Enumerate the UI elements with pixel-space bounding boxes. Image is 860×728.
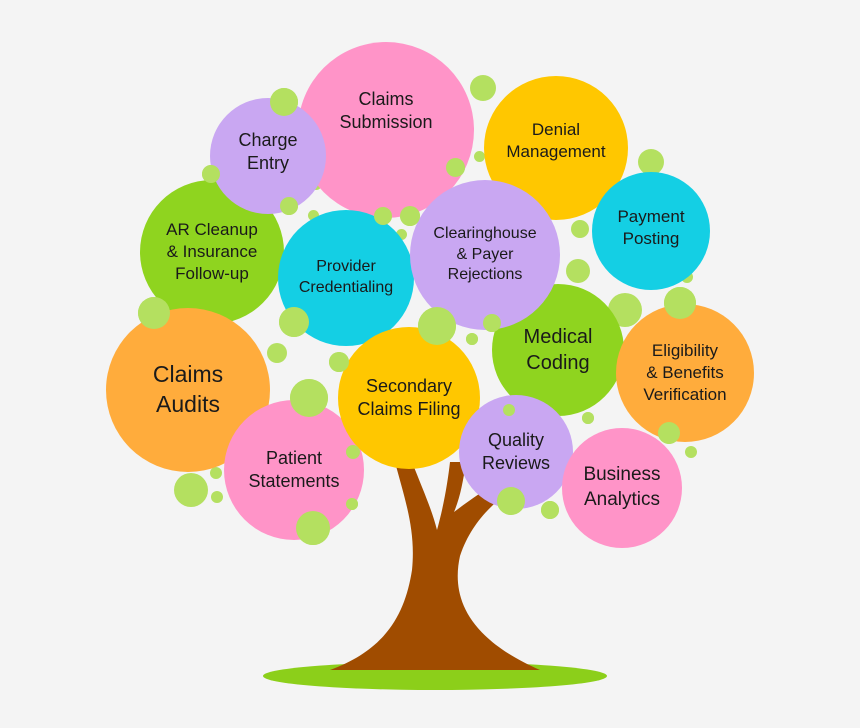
decor-dot xyxy=(400,206,420,226)
bubble-clearinghouse: Clearinghouse & Payer Rejections xyxy=(410,180,560,330)
decor-dot xyxy=(582,412,594,424)
decor-dot xyxy=(211,491,223,503)
decor-dot xyxy=(497,487,525,515)
decor-dot xyxy=(346,498,358,510)
decor-dot xyxy=(566,259,590,283)
decor-dot xyxy=(174,473,208,507)
decor-dot xyxy=(658,422,680,444)
decor-dot xyxy=(138,297,170,329)
bubble-label: Denial Management xyxy=(506,119,606,161)
bubble-secondary-claims: Secondary Claims Filing xyxy=(338,327,480,469)
decor-dot xyxy=(346,445,360,459)
bubble-label: Claims Audits xyxy=(152,361,224,417)
tree-trunk xyxy=(330,462,540,670)
decor-dot xyxy=(638,149,664,175)
decor-dot xyxy=(267,343,287,363)
decor-dot xyxy=(308,210,319,221)
decor-dot xyxy=(210,467,222,479)
decor-dot xyxy=(202,165,220,183)
decor-dot xyxy=(280,197,298,215)
bubble-patient-statements: Patient Statements xyxy=(224,400,364,540)
decor-dot xyxy=(296,511,330,545)
decor-dot xyxy=(503,404,515,416)
bubble-label: Claims Submission xyxy=(339,88,433,132)
bubble-charge-entry: Charge Entry xyxy=(210,98,326,214)
bubble-label: Medical Coding xyxy=(523,326,593,374)
decor-dot xyxy=(290,379,328,417)
decor-dot xyxy=(571,220,589,238)
decor-dot xyxy=(483,314,501,332)
decor-dot xyxy=(664,287,696,319)
bubble-label: Charge Entry xyxy=(238,129,298,173)
decor-dot xyxy=(446,158,465,177)
bubble-business-analytics: Business Analytics xyxy=(562,428,682,548)
bubble-label: Quality Reviews xyxy=(481,429,551,473)
decor-dot xyxy=(396,229,407,240)
bubble-eligibility: Eligibility & Benefits Verification xyxy=(616,304,754,442)
decor-dot xyxy=(541,501,559,519)
bubble-payment-posting: Payment Posting xyxy=(592,172,710,290)
decor-dot xyxy=(470,75,496,101)
bubble-label: Patient Statements xyxy=(248,447,340,491)
decor-dot xyxy=(374,207,392,225)
decor-dot xyxy=(329,352,349,372)
decor-dot xyxy=(270,88,298,116)
decor-dot xyxy=(279,307,309,337)
bubble-label: Secondary Claims Filing xyxy=(357,375,461,419)
bubble-label: Clearinghouse & Payer Rejections xyxy=(433,224,537,284)
decor-dot xyxy=(418,307,456,345)
bubble-label: Eligibility & Benefits Verification xyxy=(643,340,727,405)
bubble-quality-reviews: Quality Reviews xyxy=(459,395,573,509)
decor-dot xyxy=(474,151,485,162)
bubble-label: Provider Credentialing xyxy=(298,258,394,296)
bubble-claims-submission: Claims Submission xyxy=(298,42,474,218)
bubble-label: AR Cleanup & Insurance Follow-up xyxy=(166,219,258,284)
bubble-label: Payment Posting xyxy=(617,206,685,248)
bubble-label: Business Analytics xyxy=(583,464,661,510)
decor-dot xyxy=(685,446,697,458)
decor-dot xyxy=(466,333,478,345)
